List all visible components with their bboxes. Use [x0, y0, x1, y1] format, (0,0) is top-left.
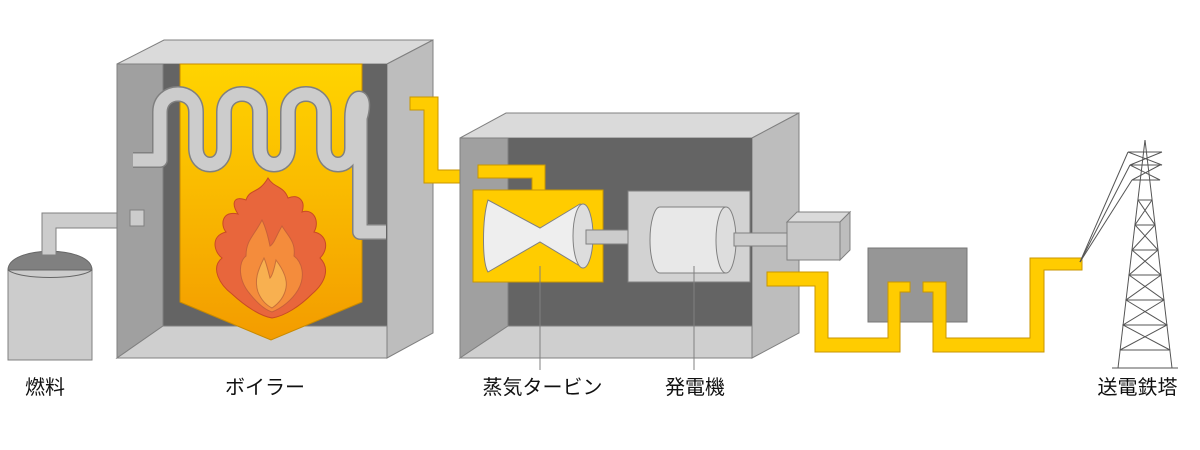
- label-boiler: ボイラー: [225, 375, 305, 399]
- fuel-tank: [7, 250, 93, 361]
- transformer: [867, 247, 968, 323]
- label-tower: 送電鉄塔: [1097, 375, 1178, 399]
- label-generator: 発電機: [665, 375, 725, 399]
- generator: [627, 190, 751, 283]
- power-line: [766, 271, 911, 353]
- transmission-tower-icon: [1079, 139, 1178, 369]
- steam-turbine: [472, 189, 604, 283]
- label-fuel: 燃料: [25, 375, 65, 399]
- label-turbine: 蒸気タービン: [482, 375, 603, 399]
- boiler: [115, 39, 434, 359]
- connector-box: [785, 210, 852, 262]
